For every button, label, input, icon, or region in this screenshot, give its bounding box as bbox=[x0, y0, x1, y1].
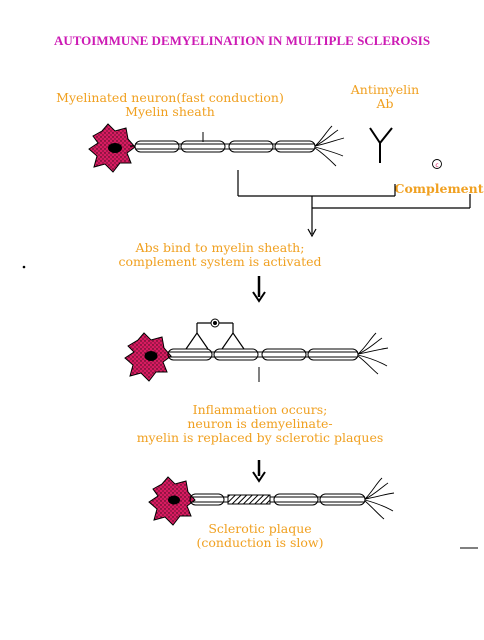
myelin-segment bbox=[228, 140, 274, 153]
step2-text-line3: myelin is replaced by sclerotic plaques bbox=[136, 430, 384, 445]
antibody-bound-neuron bbox=[124, 318, 389, 382]
stray-mark bbox=[22, 265, 26, 269]
axon-terminal bbox=[314, 125, 345, 167]
myelin-segment bbox=[189, 493, 225, 506]
myelin-segment bbox=[273, 493, 319, 506]
myelin-segment bbox=[180, 140, 226, 153]
nucleus bbox=[168, 495, 180, 505]
down-arrow bbox=[252, 276, 266, 303]
axon-terminal bbox=[364, 477, 395, 520]
complement-symbol: c bbox=[435, 162, 438, 169]
myelin-segment bbox=[261, 348, 307, 361]
down-arrow bbox=[252, 460, 266, 483]
complement-icon bbox=[432, 159, 442, 169]
step2-text-line2: neuron is demyelinate- bbox=[187, 416, 333, 431]
myelinated-neuron-label: Myelinated neuron(fast conduction) bbox=[56, 90, 284, 105]
myelin-segment bbox=[213, 348, 259, 361]
step1-text-line2: complement system is activated bbox=[118, 254, 322, 269]
myelin-segment bbox=[307, 348, 359, 361]
myelin-sheath-label: Myelin sheath bbox=[125, 104, 215, 119]
step2-text-line1: Inflammation occurs; bbox=[192, 402, 328, 417]
nucleus bbox=[108, 143, 122, 153]
nucleus bbox=[144, 351, 158, 361]
myelin-segment bbox=[167, 348, 213, 361]
sclerotic-plaque bbox=[227, 494, 271, 505]
complement-complex bbox=[210, 318, 220, 328]
plaque-label-line1: Sclerotic plaque bbox=[208, 521, 312, 536]
myelin-segment bbox=[319, 493, 366, 506]
myelin-segment bbox=[274, 140, 316, 153]
myelin-segment bbox=[134, 140, 180, 153]
antibody-icon bbox=[369, 127, 393, 163]
step1-text-line1: Abs bind to myelin sheath; bbox=[135, 240, 305, 255]
antimyelin-ab-label-line1: Antimyelin bbox=[350, 82, 420, 97]
complement-label: Complement bbox=[394, 181, 484, 196]
axon-terminal bbox=[357, 332, 389, 375]
flow-connector bbox=[237, 170, 471, 238]
antimyelin-ab-label-line2: Ab bbox=[376, 96, 394, 111]
diagram-title: AUTOIMMUNE DEMYELINATION IN MULTIPLE SCL… bbox=[53, 33, 431, 48]
myelinated-neuron bbox=[88, 123, 345, 173]
demyelinated-neuron bbox=[148, 476, 395, 526]
plaque-label-line2: (conduction is slow) bbox=[196, 535, 324, 550]
